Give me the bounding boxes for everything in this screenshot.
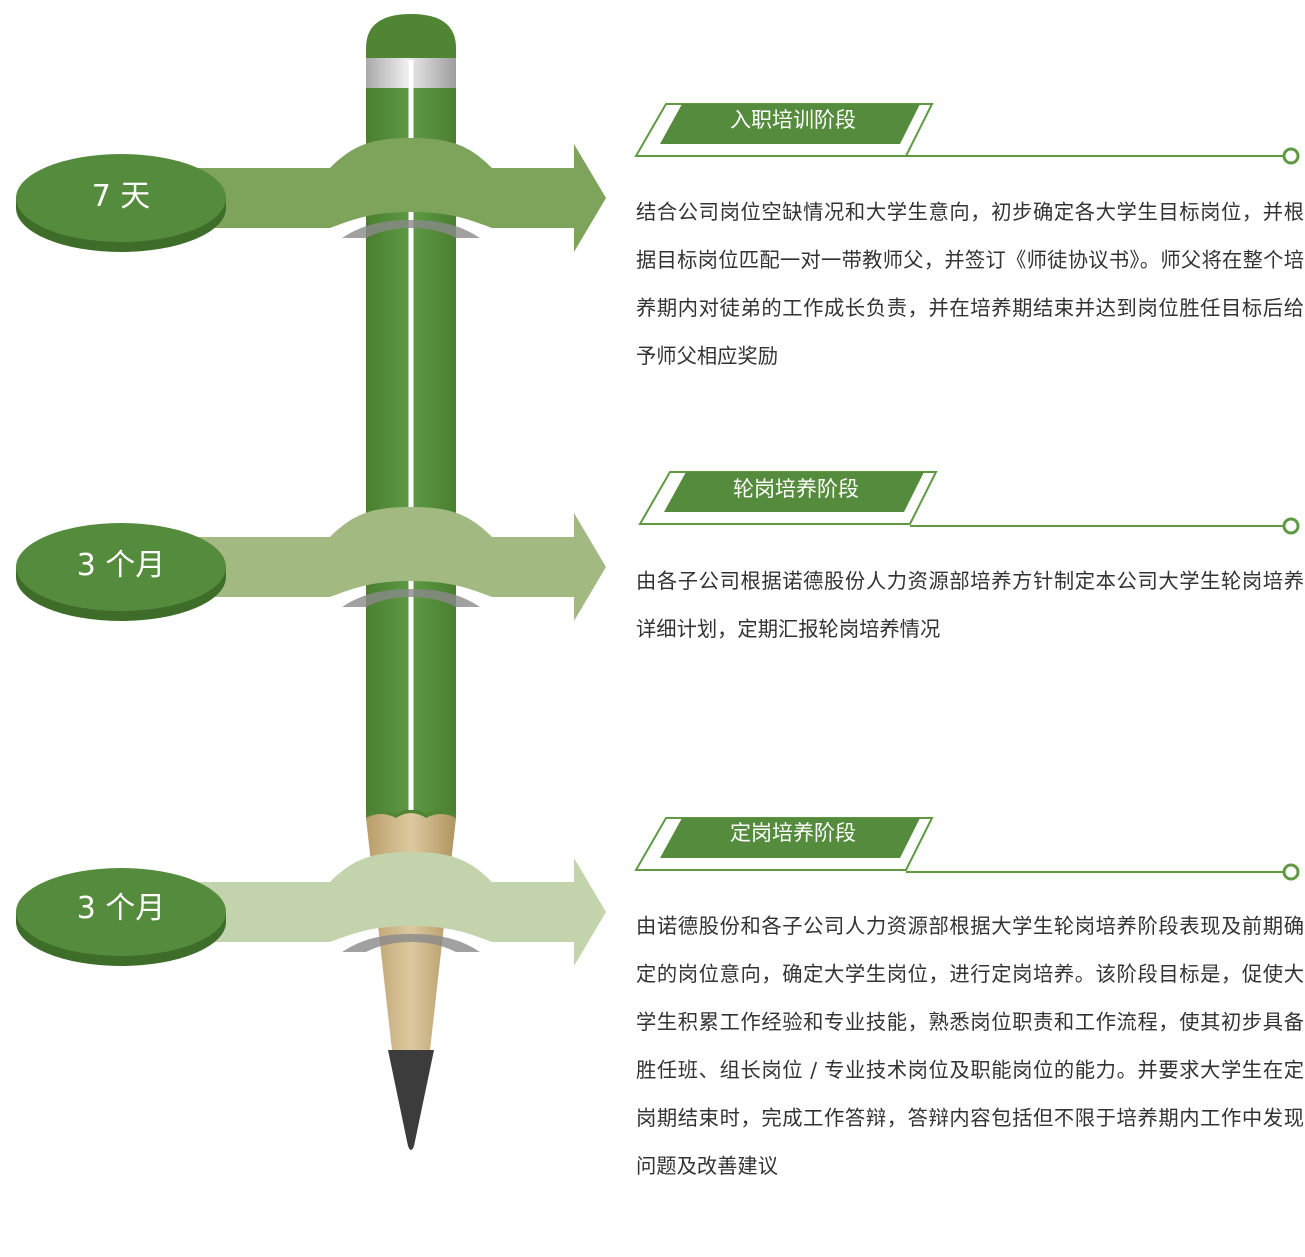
stage-2-duration: 3 个月 [76, 548, 166, 583]
stage-2-band-saddle [330, 507, 492, 597]
stage-3-duration: 3 个月 [76, 891, 166, 926]
stage-2-line-end-circle [1282, 517, 1300, 535]
pencil-graphite [388, 1050, 434, 1150]
stage-2-description: 由各子公司根据诺德股份人力资源部培养方针制定本公司大学生轮岗培养详细计划，定期汇… [636, 569, 1304, 641]
stage-3-band-shadow [342, 934, 480, 952]
stage-2-arrow [492, 513, 606, 621]
stage-1-tag [660, 104, 920, 144]
stage-1-description: 结合公司岗位空缺情况和大学生意向，初步确定各大学生目标岗位，并根据目标岗位匹配一… [636, 200, 1304, 368]
stage-1-duration: 7 天 [91, 179, 151, 214]
pencil-centerline [408, 60, 414, 810]
stage-1-band-shadow [342, 220, 480, 238]
stage-1-arrow [492, 144, 606, 252]
stage-3-description: 由诺德股份和各子公司人力资源部根据大学生轮岗培养阶段表现及前期确定的岗位意向，确… [636, 914, 1304, 1178]
stage-3-tag [660, 818, 920, 858]
stage-1-node [16, 154, 226, 242]
stage-3-line-end-circle [1282, 863, 1300, 881]
stage-2-node [16, 523, 226, 611]
stage-2-tag [664, 472, 924, 512]
stage-3-title: 定岗培养阶段 [730, 821, 856, 845]
pencil-top-cap [366, 14, 456, 58]
stage-2-title: 轮岗培养阶段 [733, 477, 859, 501]
stage-3-node [16, 868, 226, 956]
stage-3-band-saddle [330, 852, 492, 942]
stage-3-arrow [492, 858, 606, 966]
stage-1-line-end-circle [1282, 147, 1300, 165]
stage-1-band-saddle [330, 138, 492, 228]
stage-1-title: 入职培训阶段 [730, 108, 856, 132]
stage-2-band-shadow [342, 589, 480, 607]
